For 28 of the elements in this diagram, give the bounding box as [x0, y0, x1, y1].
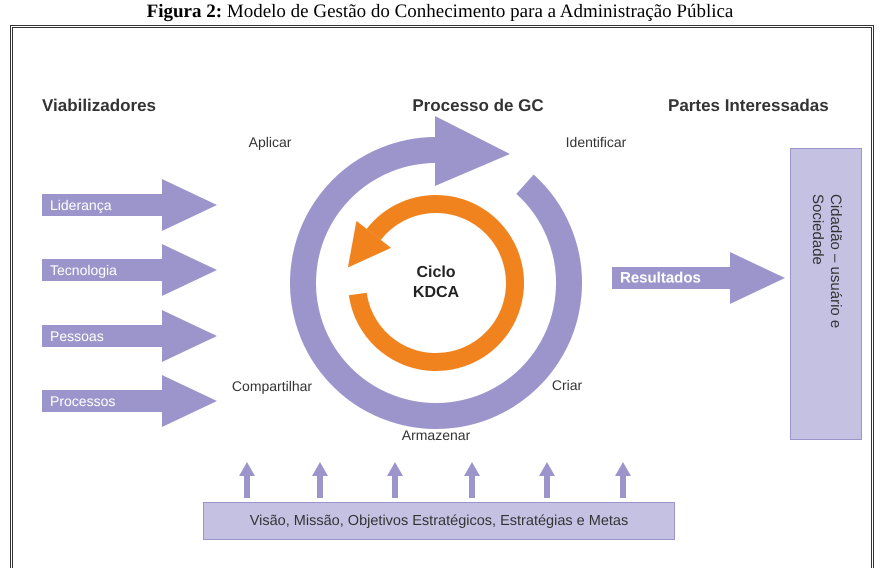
pointer-banner [42, 244, 217, 296]
up-arrow [615, 462, 631, 498]
pointer-banner [42, 179, 217, 231]
arrow-label: Tecnologia [50, 262, 117, 278]
cycle-title: Ciclo KDCA [412, 263, 460, 303]
stage-label: Criar [552, 377, 582, 393]
stage-label: Identificar [566, 134, 626, 150]
column-heading: Processo de GC [412, 96, 544, 116]
arrow-label: Pessoas [50, 328, 104, 344]
figure-title: Figura 2: Modelo de Gestão do Conhecimento para a Administração Pública [146, 1, 734, 23]
pointer-banner [612, 252, 785, 304]
column-heading: Partes Interessadas [668, 96, 829, 116]
arrow-label: Liderança [50, 197, 112, 213]
up-arrow [312, 462, 328, 498]
stage-label: Compartilhar [232, 378, 312, 394]
stakeholder-text: Cidadão – usuário e Sociedade [808, 194, 844, 330]
stage-label: Aplicar [248, 134, 292, 150]
up-arrow [464, 462, 480, 498]
pointer-banner [42, 375, 217, 427]
up-arrow [387, 462, 403, 498]
arrow-label: Processos [50, 393, 116, 409]
arrow-label: Resultados [620, 270, 701, 286]
up-arrow [539, 462, 555, 498]
strategy-text: Visão, Missão, Objetivos Estratégicos, Estratégias e Metas [250, 513, 628, 529]
up-arrow [239, 462, 255, 498]
stage-label: Armazenar [402, 427, 470, 443]
pointer-banner [42, 310, 217, 362]
column-heading: Viabilizadores [42, 96, 156, 116]
